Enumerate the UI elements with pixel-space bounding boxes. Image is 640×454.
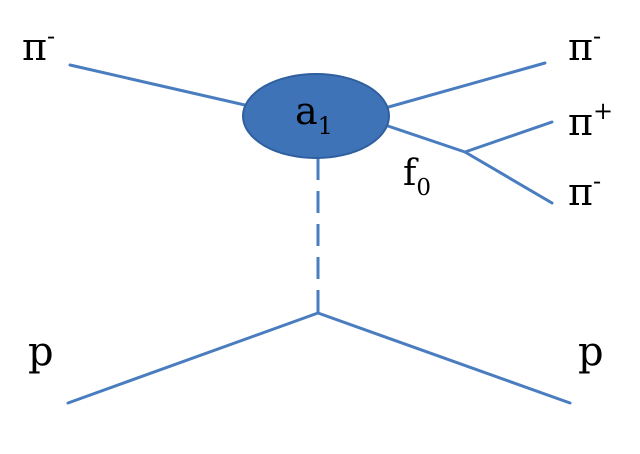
outgoing-proton-label: p: [578, 329, 604, 375]
f0-label: f0: [403, 153, 431, 201]
pi-plus-decay-line: [463, 120, 554, 154]
incoming-pion-label: π-: [22, 22, 55, 69]
outgoing-pion-label-sup: -: [593, 22, 601, 50]
a1-label-sub: 1: [318, 112, 333, 140]
pi-minus-decay-label-sup: -: [593, 167, 601, 195]
pi-minus-decay-label-base: π: [568, 170, 593, 214]
pi-plus-label: π+: [568, 97, 613, 144]
a1-label: a1: [295, 89, 333, 140]
pi-minus-decay-label: π-: [568, 167, 601, 214]
incoming-pion-label-sup: -: [47, 22, 55, 50]
incoming-pion-line: [68, 63, 260, 110]
f0-label-base: f: [403, 153, 419, 194]
pi-plus-label-base: π: [568, 100, 593, 144]
pi-plus-label-sup: +: [593, 97, 613, 125]
incoming-proton-line: [66, 311, 320, 405]
outgoing-proton-line: [316, 311, 572, 405]
incoming-proton-label: p: [28, 329, 54, 375]
pi-minus-decay-line: [463, 150, 554, 205]
a1-resonance-blob: [242, 73, 390, 159]
a1-label-base: a: [295, 89, 318, 133]
f0-label-sub: 0: [416, 175, 431, 201]
outgoing-pion-label: π-: [568, 22, 601, 69]
outgoing-pion-label-base: π: [568, 25, 593, 69]
outgoing-pion-line: [383, 61, 547, 110]
incoming-pion-label-base: π: [22, 25, 47, 69]
f0-line: [383, 123, 467, 154]
